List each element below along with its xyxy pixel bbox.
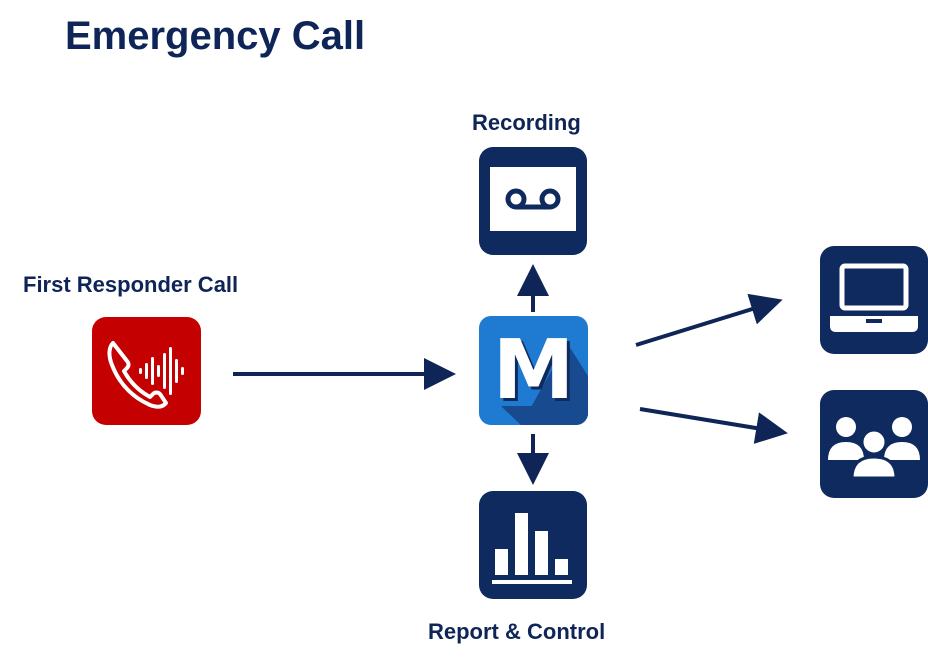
page-title: Emergency Call <box>65 14 366 58</box>
report-control-tile[interactable] <box>479 491 587 599</box>
laptop-tile[interactable] <box>820 246 928 354</box>
m-logo-icon <box>501 343 588 425</box>
arrow-hub-to-group <box>639 407 788 444</box>
bar-chart-icon <box>492 513 572 584</box>
first-responder-label: First Responder Call <box>23 272 239 297</box>
hub-letter: M <box>492 323 575 418</box>
group-tile[interactable] <box>820 390 928 498</box>
people-group-icon <box>828 417 920 480</box>
laptop-icon <box>830 263 918 332</box>
voicemail-icon <box>490 167 576 231</box>
arrow-hub-to-laptop <box>635 293 783 347</box>
first-responder-call-tile[interactable] <box>92 317 201 425</box>
phone-soundwave-icon <box>107 341 184 409</box>
report-control-label: Report & Control <box>428 619 606 644</box>
recording-tile[interactable] <box>479 147 587 255</box>
recording-label: Recording <box>472 110 581 135</box>
hub-m-tile[interactable]: M <box>479 316 588 425</box>
